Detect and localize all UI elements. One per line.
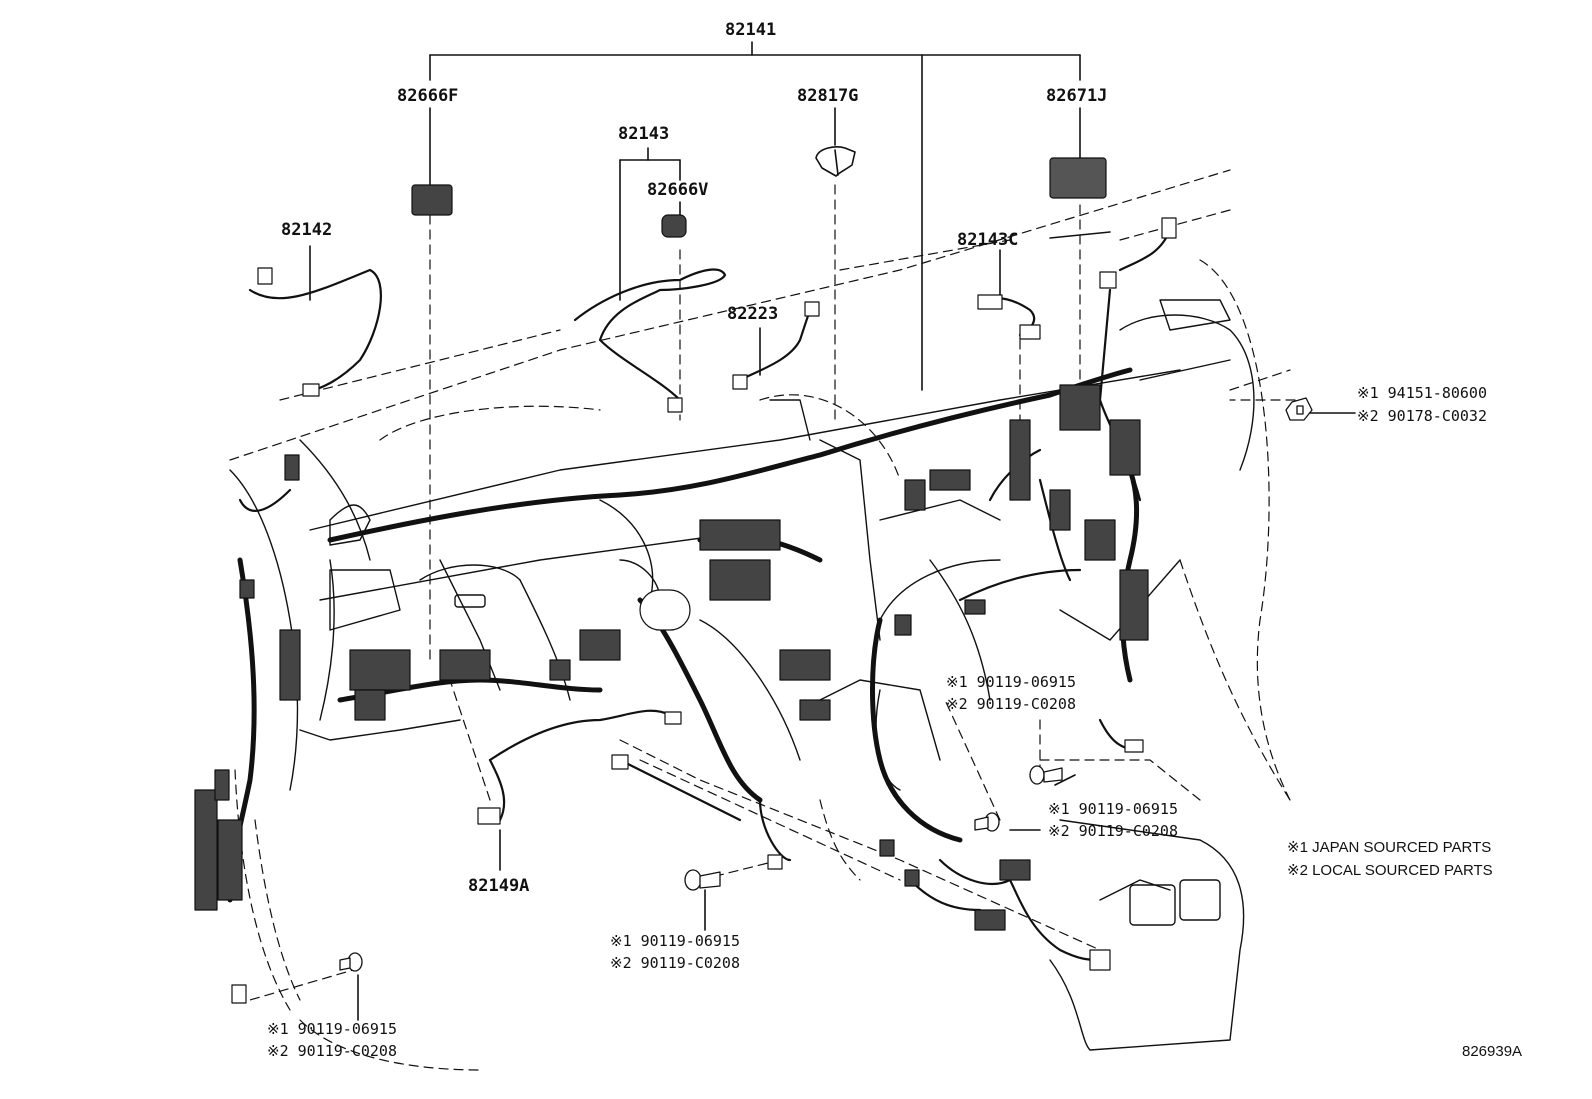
part-label-82141: 82141: [725, 20, 777, 40]
illustration-code: 826939A: [1462, 1043, 1523, 1060]
part-label-82143: 82143: [618, 124, 670, 144]
fastener-nut-right-line2: ※2 90178-C0032: [1357, 407, 1487, 425]
part-label-82666F: 82666F: [397, 86, 459, 106]
fastener-bolt-console-line1: ※1 90119-06915: [1048, 800, 1178, 818]
fastener-bolt-bottom-left-line2: ※2 90119-C0208: [267, 1042, 397, 1060]
fastener-bolt-bottom-center-line2: ※2 90119-C0208: [610, 954, 740, 972]
part-label-82671J: 82671J: [1046, 86, 1108, 106]
clip-82817G: [815, 146, 856, 177]
fastener-bolt-mid-right-line2: ※2 90119-C0208: [946, 695, 1076, 713]
connectors: [194, 157, 1177, 1004]
part-label-82142: 82142: [281, 220, 333, 240]
bolts: [339, 397, 1313, 972]
part-label-82149A: 82149A: [468, 876, 530, 896]
fastener-bolt-bottom-center-line1: ※1 90119-06915: [610, 932, 740, 950]
leader-82141: [429, 41, 1081, 391]
leader-lines: [309, 107, 1356, 1021]
legend-japan-sourced: ※1 JAPAN SOURCED PARTS: [1287, 839, 1492, 856]
part-label-82666V: 82666V: [647, 180, 709, 200]
fastener-bolt-bottom-left-line1: ※1 90119-06915: [267, 1020, 397, 1038]
legend-local-sourced: ※2 LOCAL SOURCED PARTS: [1287, 862, 1493, 879]
part-label-82143C: 82143C: [957, 230, 1019, 250]
dashed-reference-lines: [229, 169, 1296, 1071]
part-label-82817G: 82817G: [797, 86, 859, 106]
fastener-bolt-mid-right-line1: ※1 90119-06915: [946, 673, 1076, 691]
part-label-82223: 82223: [727, 304, 779, 324]
fastener-bolt-console-line2: ※2 90119-C0208: [1048, 822, 1178, 840]
dashboard-outline: [229, 299, 1255, 1051]
main-harness: [227, 367, 1139, 903]
fastener-nut-right-line1: ※1 94151-80600: [1357, 384, 1487, 402]
